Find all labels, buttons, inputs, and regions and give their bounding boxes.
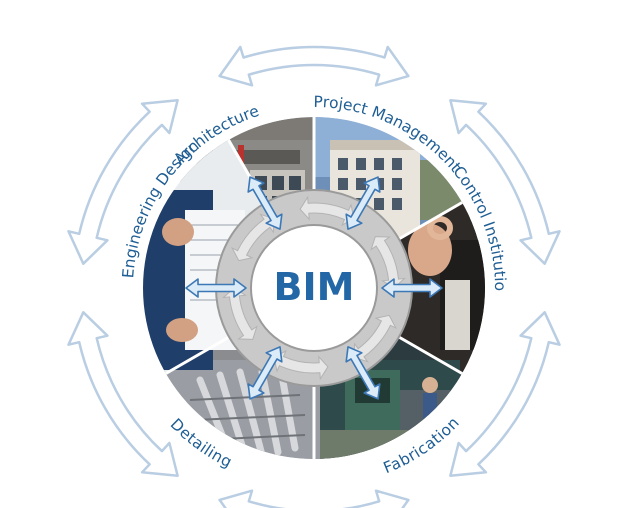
center-hub [250,224,378,352]
outer-double-arrow [449,311,561,477]
inner-double-arrow [381,278,443,298]
bim-title: BIM [274,265,355,309]
outer-double-arrow [449,99,561,265]
outer-double-arrow [218,45,410,87]
outer-double-arrow [218,489,410,508]
inner-double-arrow [345,346,381,400]
inner-double-arrow [247,176,283,230]
outer-cycle-arrows [67,45,561,508]
inner-double-arrow [247,346,283,400]
outer-double-arrow [67,311,179,477]
inner-double-arrow [345,176,381,230]
inner-connector-arrows [185,176,443,400]
inner-double-arrow [185,278,247,298]
outer-double-arrow [67,99,179,265]
